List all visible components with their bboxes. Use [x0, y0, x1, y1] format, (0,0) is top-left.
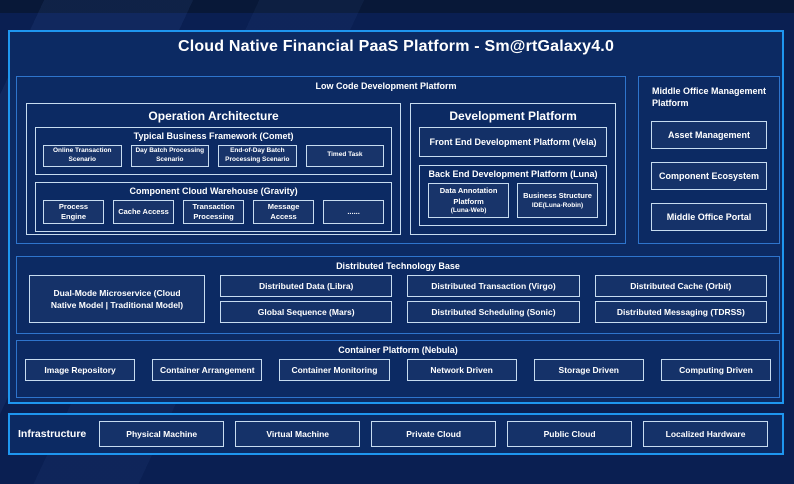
container-platform-item: Storage Driven — [533, 359, 644, 381]
gravity-item: Transaction Processing — [183, 199, 245, 224]
low-code-content: Operation Architecture Typical Business … — [26, 103, 616, 235]
infrastructure-item: Public Cloud — [507, 421, 633, 447]
gravity-item: ...... — [323, 199, 385, 224]
gravity-box: Component Cloud Warehouse (Gravity) Proc… — [35, 181, 393, 232]
distributed-item: Distributed Data (Libra) — [220, 275, 393, 297]
container-platform-item: Computing Driven — [660, 359, 772, 381]
page-title: Cloud Native Financial PaaS Platform - S… — [177, 38, 615, 55]
section-container-platform: Container Platform (Nebula) Image Reposi… — [16, 340, 780, 398]
gravity-item: Cache Access — [113, 199, 175, 224]
section-development-platform: Development Platform Front End Developme… — [410, 103, 616, 235]
distributed-items: Dual-Mode Microservice (Cloud Native Mod… — [29, 275, 767, 323]
comet-box: Typical Business Framework (Comet) Onlin… — [35, 127, 393, 175]
middle-office-platform-label: Middle Office Management Platform — [652, 86, 767, 109]
operation-architecture-title: Operation Architecture — [148, 109, 279, 123]
distributed-item: Distributed Scheduling (Sonic) — [407, 301, 580, 323]
infrastructure-item: Physical Machine — [99, 421, 225, 447]
distributed-technology-base-label: Distributed Technology Base — [336, 261, 460, 271]
dual-mode-microservice-box: Dual-Mode Microservice (Cloud Native Mod… — [29, 275, 205, 323]
container-platform-items: Image Repository Container Arrangement C… — [25, 359, 772, 381]
comet-item: Online Transaction Scenario — [43, 145, 122, 167]
back-end-items: Data Annotation Platform (Luna-Web) Busi… — [428, 183, 599, 219]
infrastructure-label: Infrastructure — [18, 428, 87, 440]
back-end-item: Data Annotation Platform (Luna-Web) — [428, 183, 510, 219]
infrastructure-item: Private Cloud — [371, 421, 497, 447]
comet-item: End-of-Day Batch Processing Scenario — [218, 145, 297, 167]
development-platform-title: Development Platform — [449, 109, 577, 123]
comet-item: Timed Task — [305, 145, 385, 167]
middle-office-item: Middle Office Portal — [651, 203, 767, 232]
back-end-item-code: IDE(Luna-Robin) — [531, 201, 584, 209]
comet-items: Online Transaction Scenario Day Batch Pr… — [43, 145, 385, 167]
gravity-label: Component Cloud Warehouse (Gravity) — [129, 185, 298, 196]
distributed-item: Distributed Messaging (TDRSS) — [594, 301, 767, 323]
front-end-platform-box: Front End Development Platform (Vela) — [419, 127, 607, 157]
comet-item: Day Batch Processing Scenario — [130, 145, 210, 167]
back-end-item-code: (Luna-Web) — [450, 207, 487, 214]
distributed-item: Distributed Cache (Orbit) — [594, 275, 767, 297]
middle-office-item: Component Ecosystem — [651, 162, 767, 191]
middle-office-items: Asset Management Component Ecosystem Mid… — [651, 121, 767, 232]
distributed-item: Distributed Transaction (Virgo) — [407, 275, 580, 297]
container-platform-item: Container Arrangement — [152, 359, 263, 381]
main-frame: Cloud Native Financial PaaS Platform - S… — [8, 30, 784, 404]
infrastructure-item: Virtual Machine — [235, 421, 361, 447]
back-end-platform-label: Back End Development Platform (Luna) — [428, 169, 598, 179]
comet-label: Typical Business Framework (Comet) — [133, 131, 294, 141]
back-end-platform-box: Back End Development Platform (Luna) Dat… — [419, 165, 607, 227]
section-middle-office-platform: Middle Office Management Platform Asset … — [638, 76, 780, 244]
section-low-code-platform: Low Code Development Platform Operation … — [16, 76, 626, 244]
back-end-item-name: Data Annotation Platform — [439, 186, 498, 206]
gravity-item: Message Access — [253, 199, 315, 224]
container-platform-item: Container Monitoring — [279, 359, 390, 381]
section-distributed-technology-base: Distributed Technology Base Dual-Mode Mi… — [16, 256, 780, 334]
container-platform-item: Network Driven — [406, 359, 517, 381]
infrastructure-item: Localized Hardware — [643, 421, 769, 447]
back-end-item-name: Business Structure — [523, 191, 592, 201]
gravity-items: Process Engine Cache Access Transaction … — [43, 199, 385, 224]
back-end-item: Business Structure IDE(Luna-Robin) — [517, 183, 599, 219]
section-operation-architecture: Operation Architecture Typical Business … — [26, 103, 402, 235]
container-platform-label: Container Platform (Nebula) — [338, 345, 458, 355]
gravity-item: Process Engine — [43, 199, 105, 224]
distributed-item: Global Sequence (Mars) — [220, 301, 393, 323]
top-band — [0, 0, 794, 13]
middle-office-item: Asset Management — [651, 121, 767, 150]
low-code-platform-label: Low Code Development Platform — [315, 81, 457, 91]
container-platform-item: Image Repository — [25, 359, 136, 381]
section-infrastructure: Infrastructure Physical Machine Virtual … — [8, 413, 784, 455]
